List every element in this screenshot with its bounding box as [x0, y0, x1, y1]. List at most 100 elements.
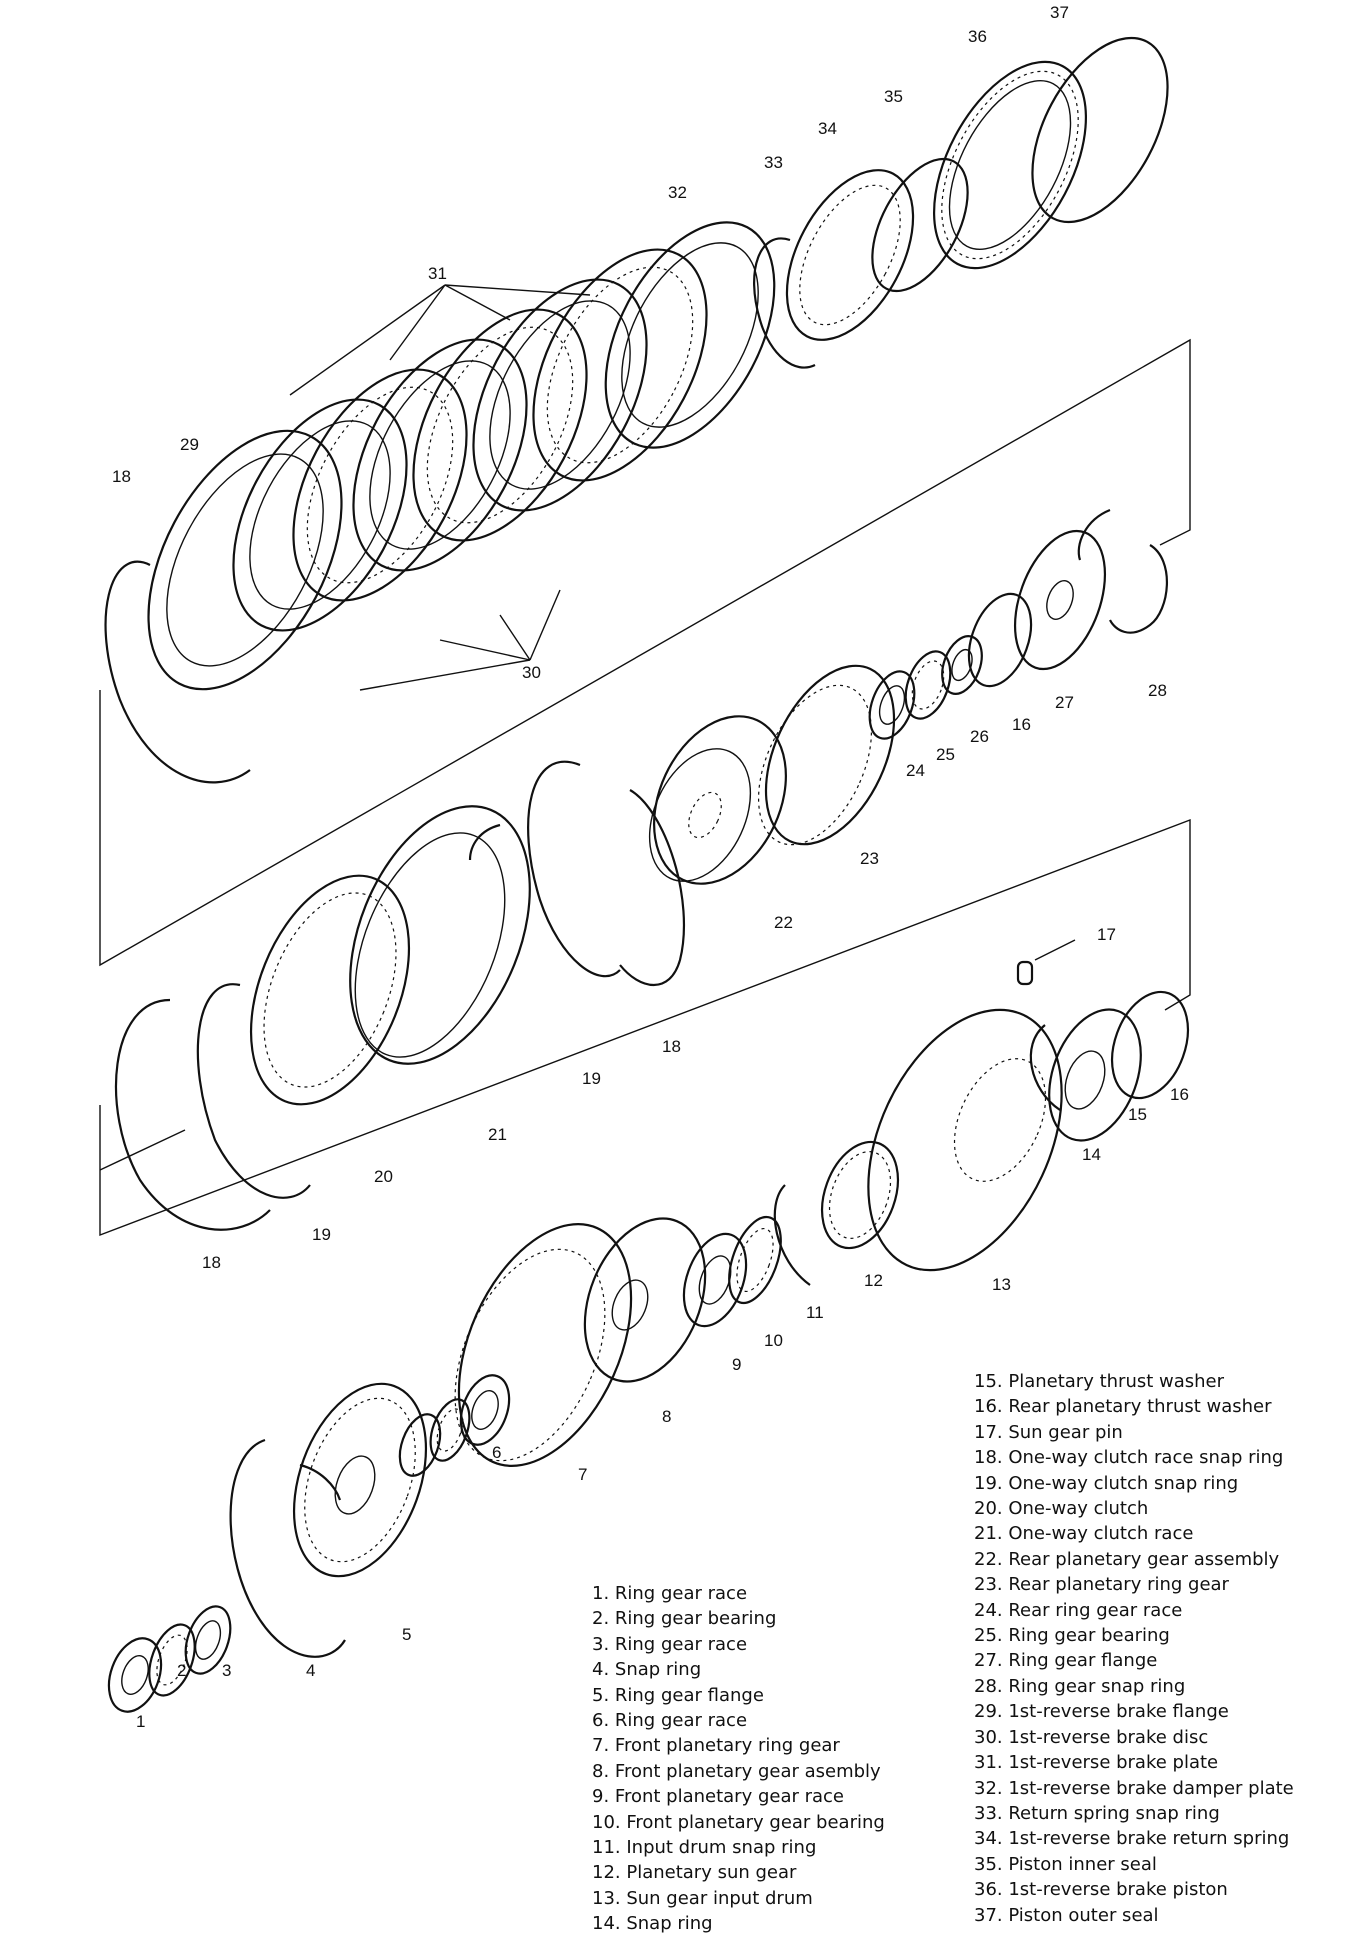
legend-right-item: 33. Return spring snap ring [974, 1802, 1220, 1824]
callout-8: 8 [662, 1407, 671, 1426]
one-way-clutch-race-snap-ring-top-shape [104, 560, 251, 784]
rear-planetary-ring-gear-shape [764, 664, 896, 846]
section-outline [99, 338, 1191, 1237]
legend-left-item: 8. Front planetary gear asembly [592, 1760, 881, 1782]
callout-17: 17 [1097, 925, 1116, 944]
callout-6: 6 [492, 1443, 501, 1462]
legend-left-item: 2. Ring gear bearing [592, 1608, 777, 1630]
legend-left-item: 7. Front planetary ring gear [592, 1735, 840, 1757]
callout-19b: 19 [312, 1225, 331, 1244]
callout-30: 30 [522, 663, 541, 682]
sun-gear-drum-group [682, 990, 1189, 1328]
rear-planetary-gear-assembly-shape [653, 715, 787, 885]
callout-34: 34 [818, 119, 837, 138]
callout-32: 32 [668, 183, 687, 202]
legend-right-item: 37. Piston outer seal [974, 1904, 1159, 1926]
legend-left-item: 13. Sun gear input drum [592, 1887, 813, 1909]
legend-right-item: 29. 1st-reverse brake flange [974, 1701, 1229, 1723]
callout-18a: 18 [112, 467, 131, 486]
front-planetary-gear-assembly-shape [583, 1217, 707, 1383]
callout-leaders-31-30 [289, 284, 591, 691]
one-way-clutch-snap-ring-mid-shape [527, 760, 621, 978]
piston-outer-seal-shape [1031, 36, 1169, 224]
callout-15: 15 [1128, 1105, 1147, 1124]
legend-left-item: 9. Front planetary gear race [592, 1786, 844, 1808]
legend-right-item: 31. 1st-reverse brake plate [974, 1752, 1219, 1774]
callout-27: 27 [1055, 693, 1074, 712]
one-way-clutch-race-shape [349, 805, 531, 1065]
callout-16b: 16 [1012, 715, 1031, 734]
ring-gear-bearing-low-shape [148, 1623, 196, 1697]
callout-37: 37 [1050, 3, 1069, 22]
ring-gear-race-6-shape [459, 1374, 511, 1446]
legend-right-item: 32. 1st-reverse brake damper plate [974, 1777, 1294, 1799]
legend-left-item: 1. Ring gear race [592, 1583, 748, 1604]
legend-right-item: 35. Piston inner seal [974, 1853, 1157, 1875]
legend-right-item: 19. One-way clutch snap ring [974, 1472, 1239, 1494]
callout-20: 20 [374, 1167, 393, 1186]
front-planetary-gear-race-shape [682, 1232, 748, 1328]
sun-gear-pin-shape [1016, 960, 1034, 986]
callout-16a: 16 [1170, 1085, 1189, 1104]
callout-5: 5 [402, 1625, 411, 1644]
callout-21: 21 [488, 1125, 507, 1144]
rear-ring-gear-race-shape [868, 670, 916, 740]
callout-3: 3 [222, 1661, 231, 1680]
legend-right-item: 20. One-way clutch [974, 1498, 1149, 1520]
callout-18c: 18 [202, 1253, 221, 1272]
legend-right-item: 28. Ring gear snap ring [974, 1675, 1186, 1697]
callout-31: 31 [428, 264, 447, 283]
return-spring-snap-ring-shape [753, 237, 816, 369]
input-drum-snap-ring-shape [773, 1184, 811, 1286]
rear-planetary-group [114, 664, 1076, 1231]
piston-inner-seal-shape [871, 157, 969, 293]
snap-ring-14-shape [1029, 1024, 1061, 1111]
callout-14: 14 [1082, 1145, 1101, 1164]
planetary-thrust-washer-shape [1048, 1008, 1142, 1142]
legend-left-item: 12. Planetary sun gear [592, 1862, 797, 1884]
callout-11: 11 [806, 1303, 824, 1322]
legend-right-item: 21. One-way clutch race [974, 1523, 1194, 1545]
legend-right-item: 27. Ring gear flange [974, 1650, 1158, 1672]
legend-right-item: 24. Rear ring gear race [974, 1599, 1183, 1621]
callout-labels: 1 2 3 4 5 6 7 8 9 10 11 12 13 14 15 16 1… [112, 3, 1189, 1731]
callout-22: 22 [774, 913, 793, 932]
rear-planetary-thrust-washer-top-shape [967, 592, 1033, 688]
ring-gear-bearing-top-shape [904, 650, 952, 720]
callout-33: 33 [764, 153, 783, 172]
legend-right-item: 30. 1st-reverse brake disc [974, 1726, 1209, 1748]
legend-left-item: 5. Ring gear flange [592, 1684, 764, 1706]
ring-gear-flange-shape [1013, 529, 1107, 671]
brake-piston-shape [932, 60, 1088, 270]
brake-flange-shape [147, 429, 343, 691]
return-spring-shape [785, 169, 915, 341]
callout-19a: 19 [582, 1069, 601, 1088]
ring-gear-flange-shape-5 [292, 1382, 428, 1578]
front-planetary-ring-gear-shape [457, 1223, 633, 1467]
callout-26: 26 [970, 727, 989, 746]
front-planetary-group [107, 1217, 707, 1713]
callout-25: 25 [936, 745, 955, 764]
sun-gear-input-drum-shape [867, 1008, 1063, 1272]
legend-right-item: 34. 1st-reverse brake return spring [974, 1828, 1290, 1850]
one-way-clutch-race-snap-ring-low-shape [114, 998, 271, 1231]
callout-9: 9 [732, 1355, 741, 1374]
ring-gear-bearing-mid-shape [429, 1398, 471, 1462]
legend-right-item: 15. Planetary thrust washer [974, 1371, 1225, 1392]
one-way-clutch-race-snap-ring-mid-shape [619, 789, 686, 987]
legend-right-item: 18. One-way clutch race snap ring [974, 1447, 1284, 1469]
brake-pack-group [104, 36, 1169, 784]
callout-12: 12 [864, 1271, 883, 1290]
rear-ring-gear-group [868, 508, 1169, 740]
legend-right-item: 22. Rear planetary gear assembly [974, 1548, 1280, 1570]
callout-4: 4 [306, 1661, 315, 1680]
planetary-sun-gear-shape [821, 1140, 899, 1250]
legend-right-item: 25. Ring gear bearing [974, 1625, 1170, 1647]
callout-10: 10 [764, 1331, 783, 1350]
ring-gear-snap-ring-shape [1109, 544, 1169, 634]
legend-left-item: 6. Ring gear race [592, 1710, 748, 1732]
callout-24: 24 [906, 761, 925, 780]
